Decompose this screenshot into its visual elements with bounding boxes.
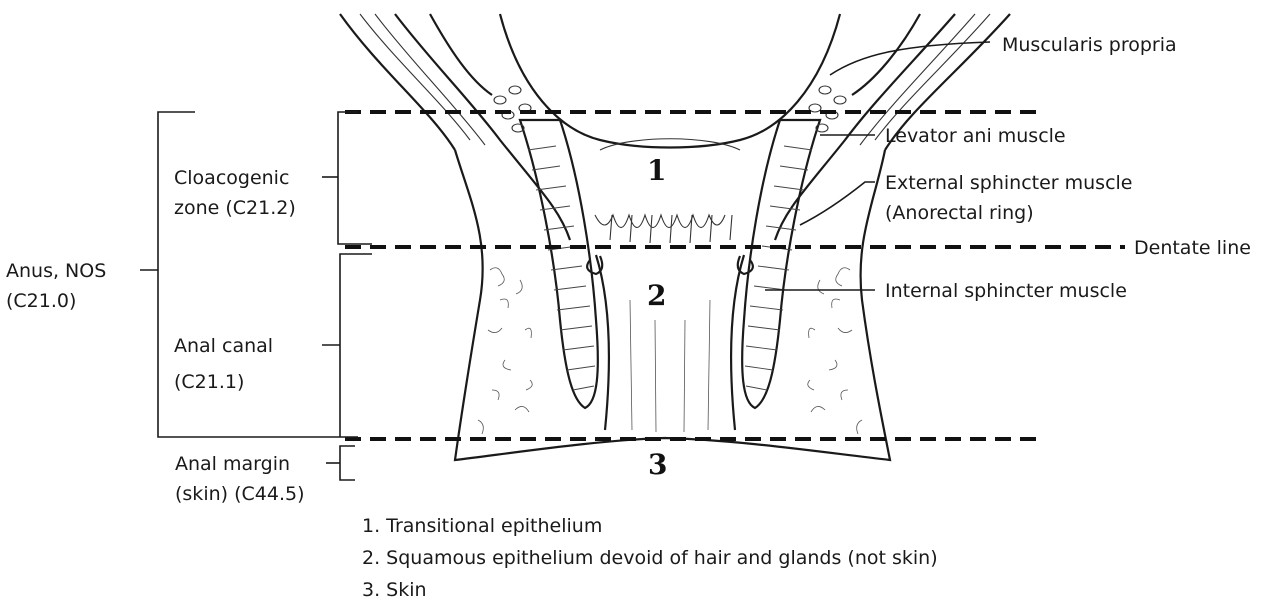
anal-canal-label: Anal canal [174,335,273,357]
right-rectal-fold [852,14,920,95]
muscularis-propria-label: Muscularis propria [1002,34,1177,56]
cloacogenic-bracket [338,112,372,244]
legend-item-1: 1. Transitional epithelium [362,515,602,537]
anatomy-illustration [340,14,1010,460]
anus-nos-label: Anus, NOS [6,260,106,282]
right-glands [809,86,846,132]
region-number-1: 1 [647,154,666,187]
anal-margin-label: Anal margin [175,453,290,475]
pectinate-folds [610,215,732,243]
anal-margin-code: (skin) (C44.5) [175,483,304,505]
region-number-2: 2 [647,279,666,312]
left-muscle-band-1 [360,14,470,140]
dentate-line-label: Dentate line [1134,237,1251,259]
left-perianal-fat-texture [478,268,532,434]
cloacogenic-code: zone (C21.2) [174,197,296,219]
right-perianal-fat-texture [808,268,862,434]
outer-tissue-outline [455,150,890,460]
legend-item-2: 2. Squamous epithelium devoid of hair an… [362,547,938,569]
external-sphincter-leader [800,182,875,225]
external-sphincter-note: (Anorectal ring) [885,202,1034,224]
anus-nos-code: (C21.0) [6,290,76,312]
legend-item-3: 3. Skin [362,579,427,601]
left-rectal-wall-outer [340,14,455,150]
levator-ani-label: Levator ani muscle [885,125,1066,147]
left-rectal-fold [430,14,492,95]
anal-papillae [595,215,725,228]
legend: 1. Transitional epithelium 2. Squamous e… [362,515,938,601]
canal-mucosa-lines [630,300,710,432]
right-internal-sphincter-outer [742,120,820,408]
left-muscle-band-2 [375,14,485,145]
cloacogenic-label: Cloacogenic [174,167,289,189]
external-sphincter-label: External sphincter muscle [885,172,1133,194]
anal-canal-code: (C21.1) [174,371,244,393]
left-glands [494,86,531,132]
internal-sphincter-label: Internal sphincter muscle [885,280,1127,302]
left-internal-sphincter-outer [520,120,598,408]
anal-canal-bracket [340,254,372,437]
right-muscle-band-1 [875,14,990,140]
muscularis-propria-leader [830,42,990,75]
anal-margin-bracket [340,446,355,480]
rectal-lumen-top [500,14,840,148]
region-number-3: 3 [648,448,667,481]
